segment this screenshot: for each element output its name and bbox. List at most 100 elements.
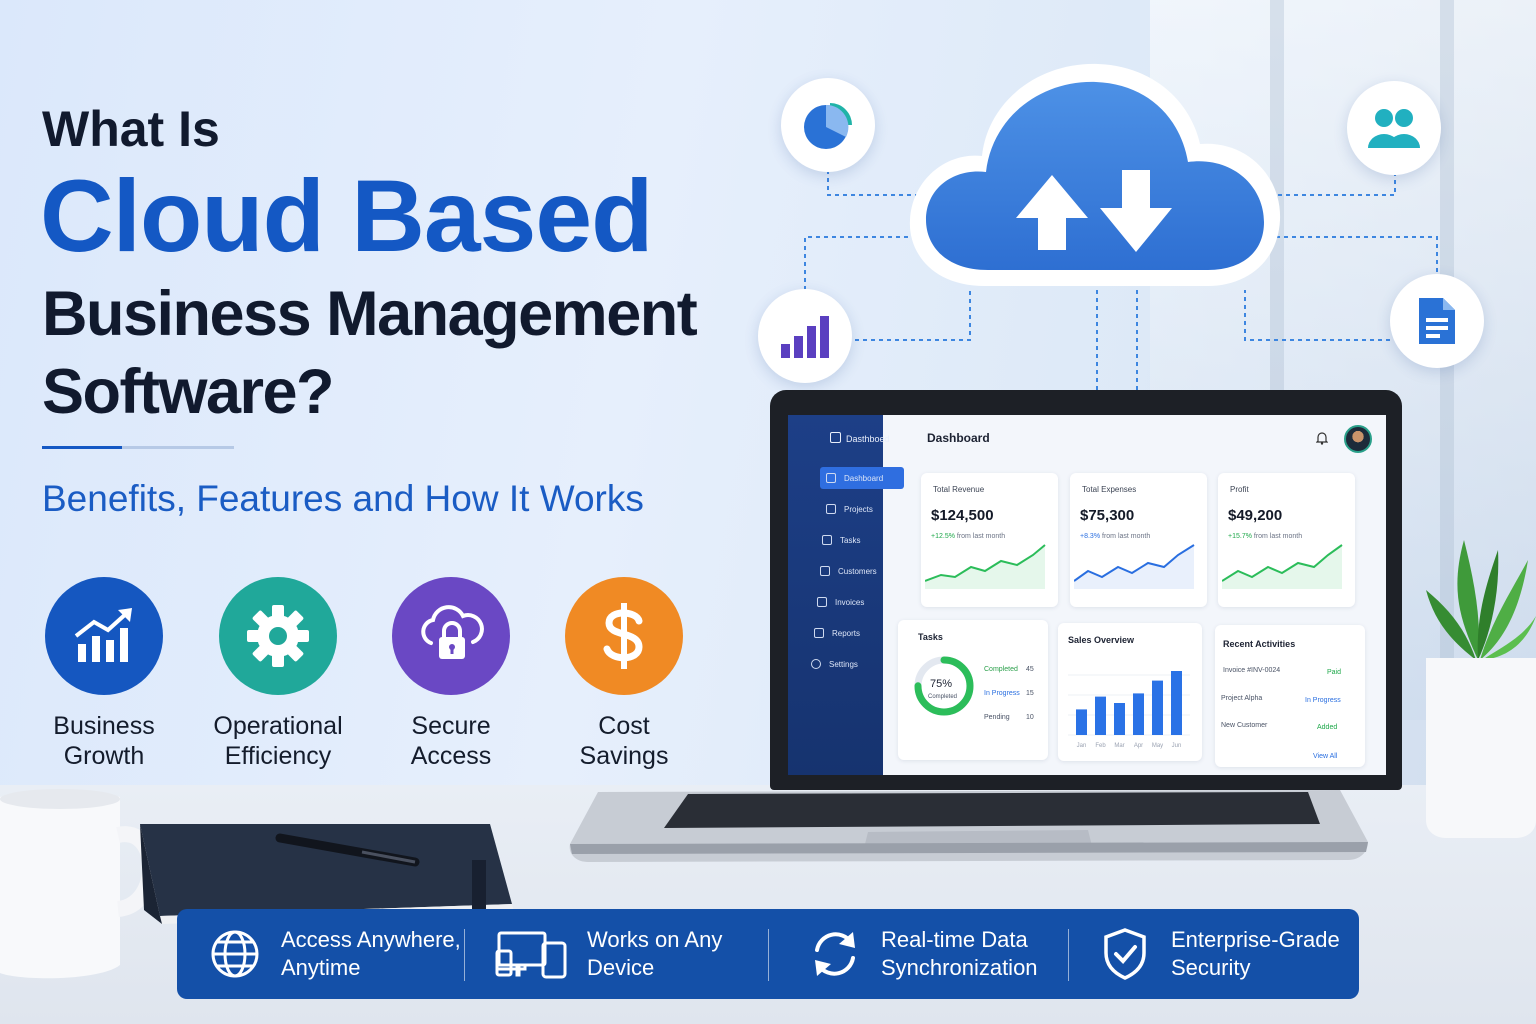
feature-label: Access	[410, 742, 492, 770]
sidebar-item-customers[interactable]: Customers	[814, 560, 900, 582]
banner-label: Security	[1171, 955, 1251, 980]
banner-label: Device	[587, 955, 655, 980]
kpi-card-revenue: Total Revenue $124,500 +12.5% from last …	[921, 473, 1058, 607]
subtitle: Benefits, Features and How It Works	[42, 478, 644, 519]
avatar[interactable]	[1344, 425, 1372, 453]
activity-label: New Customer	[1221, 722, 1268, 729]
task-row-value: 15	[1026, 690, 1034, 697]
banner-divider	[464, 929, 465, 981]
headline-line-4: Software?	[42, 357, 335, 427]
sales-month-label: Jan	[1077, 743, 1087, 749]
sales-bar	[1076, 709, 1087, 735]
kpi-card-profit: Profit $49,200 +15.7% from last month	[1218, 473, 1355, 607]
sidebar-item-invoices[interactable]: Invoices	[811, 591, 897, 613]
activities-title: Recent Activities	[1223, 639, 1296, 649]
coffee-mug-image	[0, 789, 159, 979]
cloud-sync-icon	[909, 63, 1281, 286]
sidebar-item-label: Reports	[832, 628, 861, 638]
checklist-icon	[822, 535, 832, 545]
banner-label: Access Anywhere,	[281, 927, 461, 952]
sidebar-item-settings[interactable]: Settings	[805, 653, 891, 675]
document-icon	[1390, 274, 1484, 368]
tasks-donut	[914, 656, 974, 716]
recent-activities-card: Recent Activities Invoice #INV-0024 Paid…	[1215, 625, 1365, 767]
kpi-value: $124,500	[931, 507, 994, 524]
sales-month-label: Feb	[1095, 743, 1106, 749]
sales-month-label: Jun	[1172, 743, 1182, 749]
kpi-delta: +12.5%	[931, 533, 955, 540]
banner-item-access-anywhere: Access Anywhere, Anytime	[207, 909, 461, 999]
sidebar-item-reports[interactable]: Reports	[808, 622, 894, 644]
banner-label: Enterprise-Grade	[1171, 927, 1340, 952]
kpi-title: Total Revenue	[933, 485, 985, 494]
sidebar-item-tasks[interactable]: Tasks	[816, 529, 902, 551]
sales-month-label: Apr	[1134, 743, 1143, 749]
home-icon	[830, 432, 841, 443]
banner-label: Synchronization	[881, 955, 1038, 980]
feature-label: Growth	[63, 742, 145, 770]
devices-icon	[495, 926, 569, 982]
headline-line-3: Business Management	[42, 279, 698, 349]
sidebar-item-projects[interactable]: Projects	[820, 498, 906, 520]
activity-label: Project Alpha	[1221, 695, 1263, 702]
sales-bar	[1114, 703, 1125, 735]
kpi-value: $49,200	[1228, 507, 1283, 524]
revenue-sparkline	[925, 544, 1046, 589]
settings-icon	[811, 659, 821, 669]
sales-month-label: May	[1152, 743, 1163, 749]
sidebar-item-label: Invoices	[835, 597, 865, 607]
feature-label: Savings	[579, 742, 669, 770]
bell-icon[interactable]	[1316, 431, 1328, 445]
sidebar-item-label: Tasks	[840, 535, 861, 545]
task-row-value: 10	[1026, 714, 1034, 721]
gear-icon	[219, 577, 337, 695]
folder-icon	[826, 504, 836, 514]
profit-sparkline	[1222, 544, 1343, 589]
dashboard-title: Dashboard	[927, 431, 990, 445]
pie-chart-icon	[781, 78, 875, 172]
sales-bar	[1171, 671, 1182, 735]
sidebar-item-dashboard[interactable]: Dashboard	[820, 467, 904, 489]
banner-label: Anytime	[281, 955, 361, 980]
view-all-link[interactable]: View All	[1313, 753, 1338, 760]
sync-icon	[807, 926, 863, 982]
dashboard-icon	[826, 473, 836, 483]
feature-label: Efficiency	[224, 742, 332, 770]
banner-divider	[768, 929, 769, 981]
banner-label: Works on Any	[587, 927, 723, 952]
activity-status: In Progress	[1305, 697, 1341, 704]
kpi-delta: +15.7%	[1228, 533, 1252, 540]
kpi-note: from last month	[1253, 533, 1303, 540]
sales-bar	[1152, 680, 1163, 735]
cloud-lock-icon	[392, 577, 510, 695]
sidebar-item-label: Projects	[844, 504, 873, 514]
task-row-label: In Progress	[984, 690, 1020, 697]
laptop-base	[569, 790, 1368, 862]
sales-bar	[1133, 693, 1144, 735]
kpi-value: $75,300	[1080, 507, 1135, 524]
headline-divider	[42, 446, 234, 449]
user-icon	[820, 566, 830, 576]
globe-icon	[207, 926, 263, 982]
task-row-label: Pending	[984, 714, 1010, 721]
sidebar-item-label: Customers	[838, 566, 877, 576]
headline-line-2: Cloud Based	[40, 159, 653, 273]
dollar-icon	[565, 577, 683, 695]
banner-divider	[1068, 929, 1069, 981]
growth-chart-icon	[45, 577, 163, 695]
sidebar-brand: Dasthboed	[846, 434, 890, 444]
sidebar-item-label: Settings	[829, 659, 858, 669]
activity-status: Paid	[1327, 669, 1342, 676]
kpi-title: Total Expenses	[1082, 485, 1137, 494]
dashboard-screen: Dasthboed Dashboard Projects Tasks Custo…	[788, 415, 1386, 775]
tasks-percent: 75%	[930, 678, 953, 690]
feature-label: Operational	[213, 712, 343, 740]
tasks-percent-label: Completed	[928, 694, 958, 700]
